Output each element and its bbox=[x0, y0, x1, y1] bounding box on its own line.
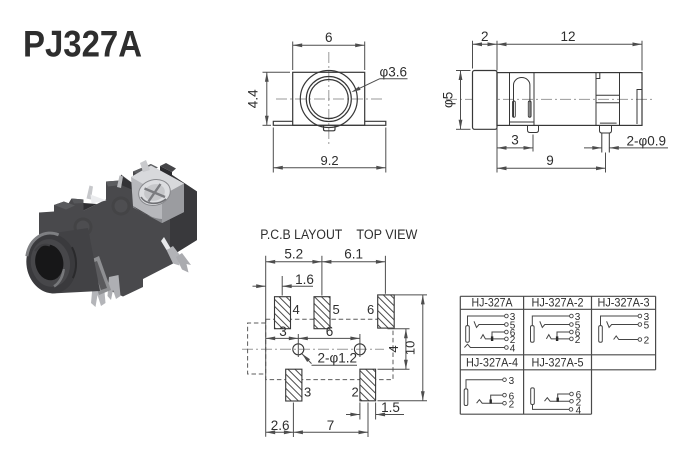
svg-text:HJ-327A-4: HJ-327A-4 bbox=[466, 356, 518, 370]
svg-text:10: 10 bbox=[403, 341, 418, 355]
svg-text:3: 3 bbox=[304, 385, 311, 400]
svg-text:6: 6 bbox=[326, 324, 334, 339]
svg-text:6: 6 bbox=[575, 328, 581, 339]
svg-text:3: 3 bbox=[509, 376, 515, 387]
svg-text:4: 4 bbox=[510, 344, 516, 355]
svg-text:P.C.B LAYOUT: P.C.B LAYOUT bbox=[260, 227, 342, 243]
svg-text:6: 6 bbox=[325, 30, 333, 45]
svg-text:3: 3 bbox=[644, 312, 650, 323]
svg-text:HJ-327A-2: HJ-327A-2 bbox=[532, 296, 584, 310]
svg-text:HJ-327A-3: HJ-327A-3 bbox=[598, 296, 650, 310]
svg-text:1.5: 1.5 bbox=[381, 400, 400, 415]
svg-text:φ3.6: φ3.6 bbox=[380, 65, 408, 80]
svg-text:6: 6 bbox=[510, 328, 516, 339]
svg-text:5.2: 5.2 bbox=[284, 246, 303, 261]
svg-text:4: 4 bbox=[386, 345, 401, 352]
svg-text:1.6: 1.6 bbox=[295, 272, 314, 287]
svg-text:φ5: φ5 bbox=[441, 92, 456, 108]
svg-text:4: 4 bbox=[293, 302, 300, 317]
svg-text:7: 7 bbox=[327, 418, 335, 433]
svg-text:2: 2 bbox=[481, 29, 489, 44]
svg-text:3: 3 bbox=[511, 132, 519, 147]
svg-text:2: 2 bbox=[576, 397, 582, 408]
svg-text:2-φ1.2: 2-φ1.2 bbox=[318, 351, 358, 366]
svg-text:5: 5 bbox=[333, 302, 340, 317]
svg-text:2.6: 2.6 bbox=[271, 418, 290, 433]
svg-text:2: 2 bbox=[510, 335, 516, 346]
svg-text:HJ-327A-5: HJ-327A-5 bbox=[532, 356, 584, 370]
svg-text:TOP VIEW: TOP VIEW bbox=[356, 227, 418, 243]
svg-text:6: 6 bbox=[576, 390, 582, 401]
svg-text:3: 3 bbox=[279, 324, 287, 339]
svg-text:2: 2 bbox=[575, 335, 581, 346]
svg-text:6.1: 6.1 bbox=[344, 246, 363, 261]
svg-text:PJ327A: PJ327A bbox=[23, 24, 142, 65]
svg-text:6: 6 bbox=[367, 302, 374, 317]
svg-text:5: 5 bbox=[510, 321, 516, 332]
svg-text:6: 6 bbox=[509, 391, 515, 402]
svg-text:HJ-327A: HJ-327A bbox=[472, 296, 513, 310]
svg-text:4.4: 4.4 bbox=[246, 89, 261, 108]
svg-text:4: 4 bbox=[576, 406, 582, 417]
svg-text:2: 2 bbox=[509, 400, 515, 411]
svg-text:12: 12 bbox=[560, 29, 575, 44]
svg-text:3: 3 bbox=[510, 312, 516, 323]
svg-text:3: 3 bbox=[575, 312, 581, 323]
svg-text:9.2: 9.2 bbox=[321, 153, 339, 168]
svg-text:2-φ0.9: 2-φ0.9 bbox=[627, 133, 667, 148]
svg-text:2: 2 bbox=[644, 336, 650, 347]
svg-text:2: 2 bbox=[352, 385, 359, 400]
svg-text:9: 9 bbox=[546, 153, 554, 168]
svg-text:5: 5 bbox=[644, 321, 650, 332]
svg-text:5: 5 bbox=[575, 321, 581, 332]
